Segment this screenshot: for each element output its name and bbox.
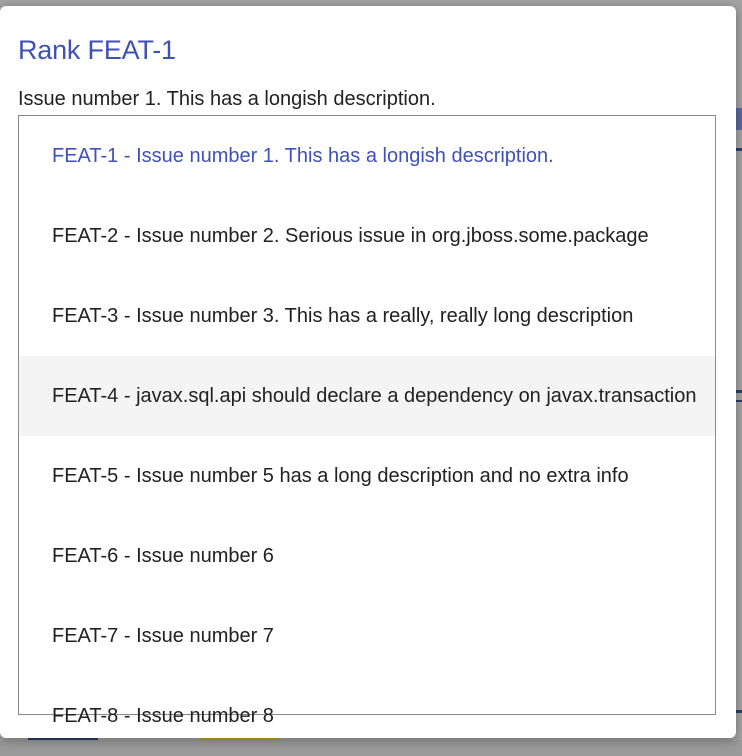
rank-dialog: Rank FEAT-1 Issue number 1. This has a l…: [0, 6, 736, 738]
background-page-fragment: [736, 400, 742, 402]
background-page-fragment: [736, 390, 742, 393]
background-page-fragment: [28, 738, 98, 740]
issue-listbox[interactable]: FEAT-1 - Issue number 1. This has a long…: [18, 115, 716, 727]
list-item-feat-5[interactable]: FEAT-5 - Issue number 5 has a long descr…: [52, 465, 629, 487]
background-page-fragment: [200, 738, 280, 740]
list-item-feat-8[interactable]: FEAT-8 - Issue number 8: [52, 705, 274, 727]
list-item-feat-6[interactable]: FEAT-6 - Issue number 6: [52, 545, 274, 567]
list-item-feat-1[interactable]: FEAT-1 - Issue number 1. This has a long…: [52, 145, 554, 167]
list-item-feat-2[interactable]: FEAT-2 - Issue number 2. Serious issue i…: [52, 225, 649, 247]
list-item-feat-3[interactable]: FEAT-3 - Issue number 3. This has a real…: [52, 305, 634, 327]
list-item-feat-7[interactable]: FEAT-7 - Issue number 7: [52, 625, 274, 647]
list-item-feat-4[interactable]: FEAT-4 - javax.sql.api should declare a …: [19, 356, 715, 436]
background-page-fragment: [736, 148, 742, 151]
dialog-title: Rank FEAT-1: [18, 35, 176, 65]
dialog-subtitle: Issue number 1. This has a longish descr…: [18, 88, 436, 110]
background-page-fragment: [736, 710, 742, 713]
background-page-fragment: [736, 108, 742, 130]
